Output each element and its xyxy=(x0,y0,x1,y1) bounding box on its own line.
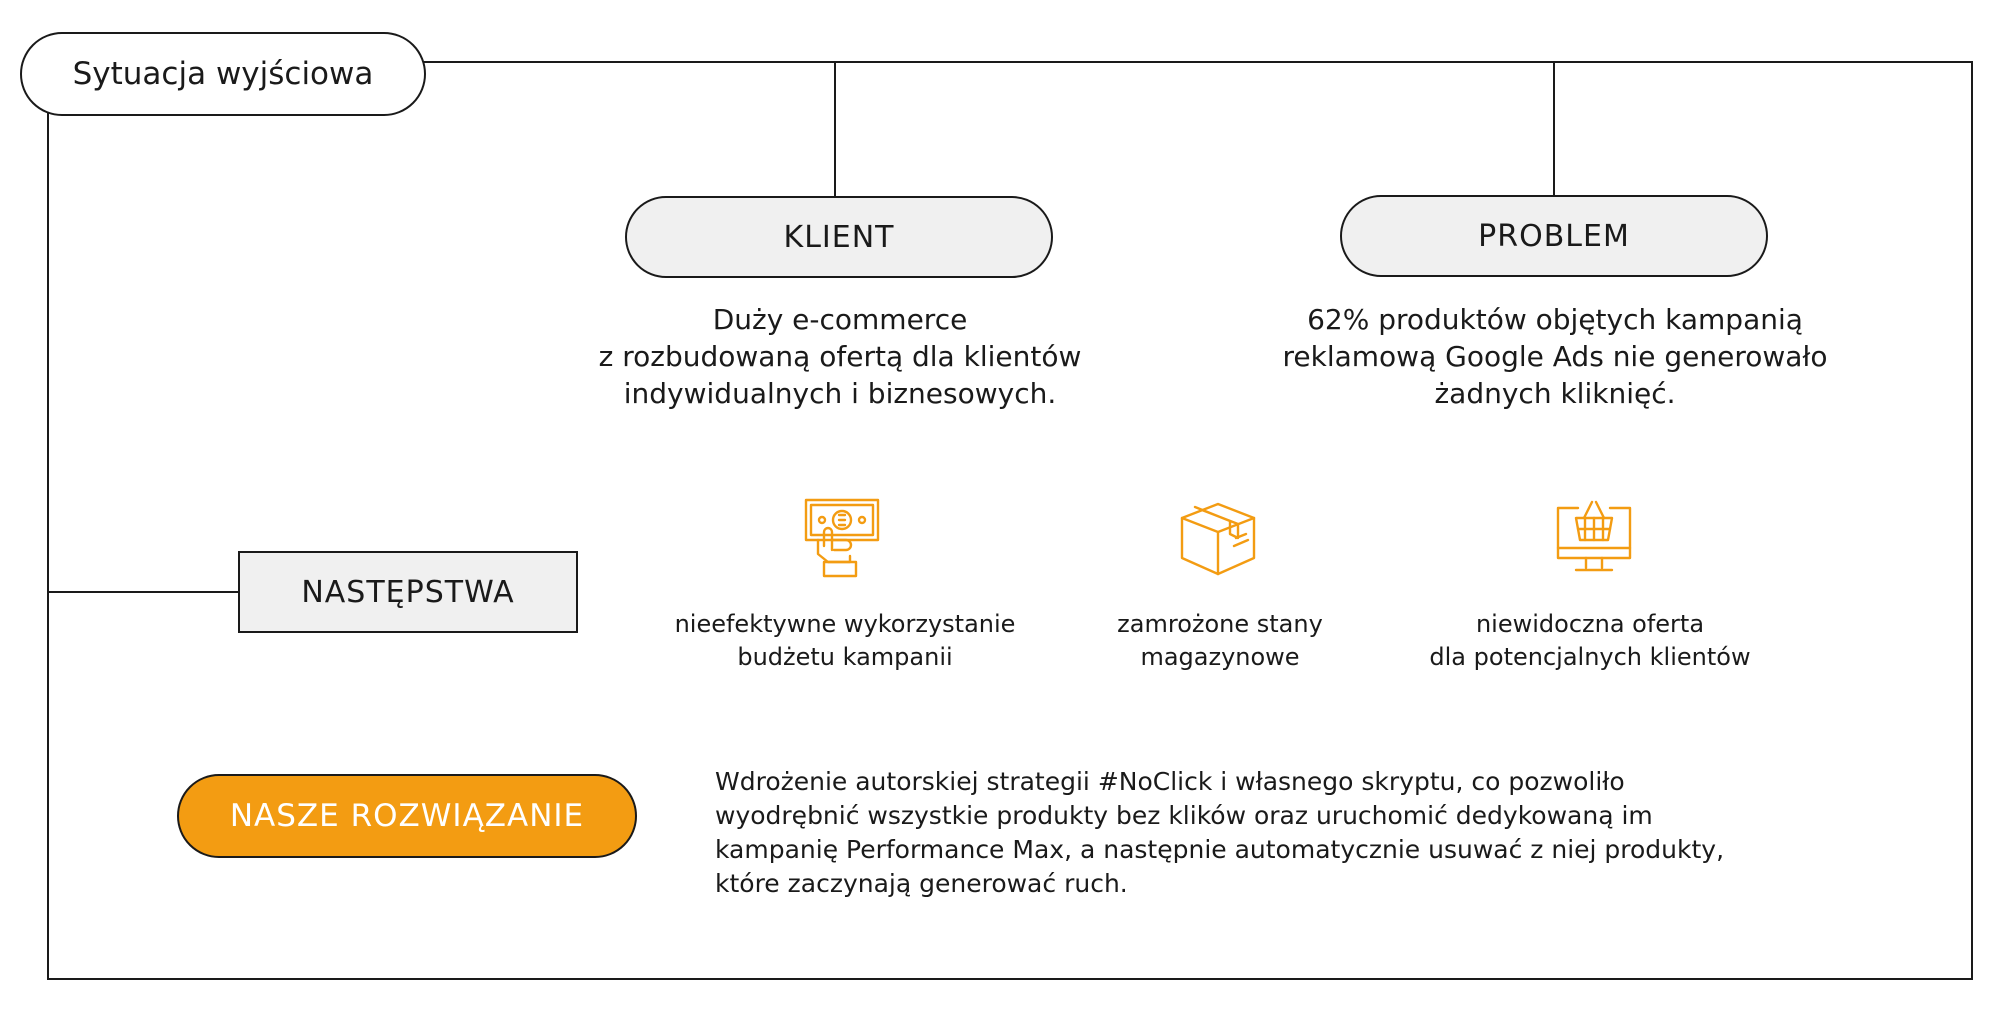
diagram-frame xyxy=(47,61,1973,980)
money-hand-icon xyxy=(804,498,880,578)
consequence-line: nieefektywne wykorzystanie xyxy=(674,610,1016,638)
consequences-label: NASTĘPSTWA xyxy=(238,551,578,633)
problem-description-line: 62% produktów objętych kampanią xyxy=(1307,303,1803,336)
consequence-line: niewidoczna oferta xyxy=(1475,610,1705,638)
problem-description-line: reklamową Google Ads nie generowało xyxy=(1282,340,1828,373)
solution-line: Wdrożenie autorskiej strategii #NoClick … xyxy=(715,767,1625,796)
client-connector xyxy=(834,61,836,197)
consequence-line: dla potencjalnych klientów xyxy=(1429,643,1751,671)
solution-description: Wdrożenie autorskiej strategii #NoClick … xyxy=(715,765,1945,901)
problem-description: 62% produktów objętych kampanią reklamow… xyxy=(1240,301,1870,412)
consequence-budget: nieefektywne wykorzystanie budżetu kampa… xyxy=(620,608,1070,674)
client-description-line: Duży e-commerce xyxy=(712,303,968,336)
problem-description-line: żadnych kliknięć. xyxy=(1434,377,1676,410)
solution-line: kampanię Performance Max, a następnie au… xyxy=(715,835,1725,864)
problem-label: PROBLEM xyxy=(1340,195,1768,277)
problem-connector xyxy=(1553,61,1555,196)
package-box-icon xyxy=(1180,502,1256,576)
consequence-visibility: niewidoczna oferta dla potencjalnych kli… xyxy=(1380,608,1800,674)
solution-label: NASZE ROZWIĄZANIE xyxy=(177,774,637,858)
consequence-stock: zamrożone stany magazynowe xyxy=(1060,608,1380,674)
client-description-line: z rozbudowaną ofertą dla klientów xyxy=(598,340,1082,373)
client-description-line: indywidualnych i biznesowych. xyxy=(623,377,1057,410)
client-description: Duży e-commerce z rozbudowaną ofertą dla… xyxy=(540,301,1140,412)
consequences-connector xyxy=(47,591,239,593)
solution-line: które zaczynają generować ruch. xyxy=(715,869,1128,898)
page-title: Sytuacja wyjściowa xyxy=(20,32,426,116)
consequence-line: zamrożone stany xyxy=(1117,610,1323,638)
client-label: KLIENT xyxy=(625,196,1053,278)
monitor-cart-icon xyxy=(1556,500,1632,572)
solution-line: wyodrębnić wszystkie produkty bez klików… xyxy=(715,801,1653,830)
consequence-line: magazynowe xyxy=(1140,643,1300,671)
consequence-line: budżetu kampanii xyxy=(737,643,953,671)
